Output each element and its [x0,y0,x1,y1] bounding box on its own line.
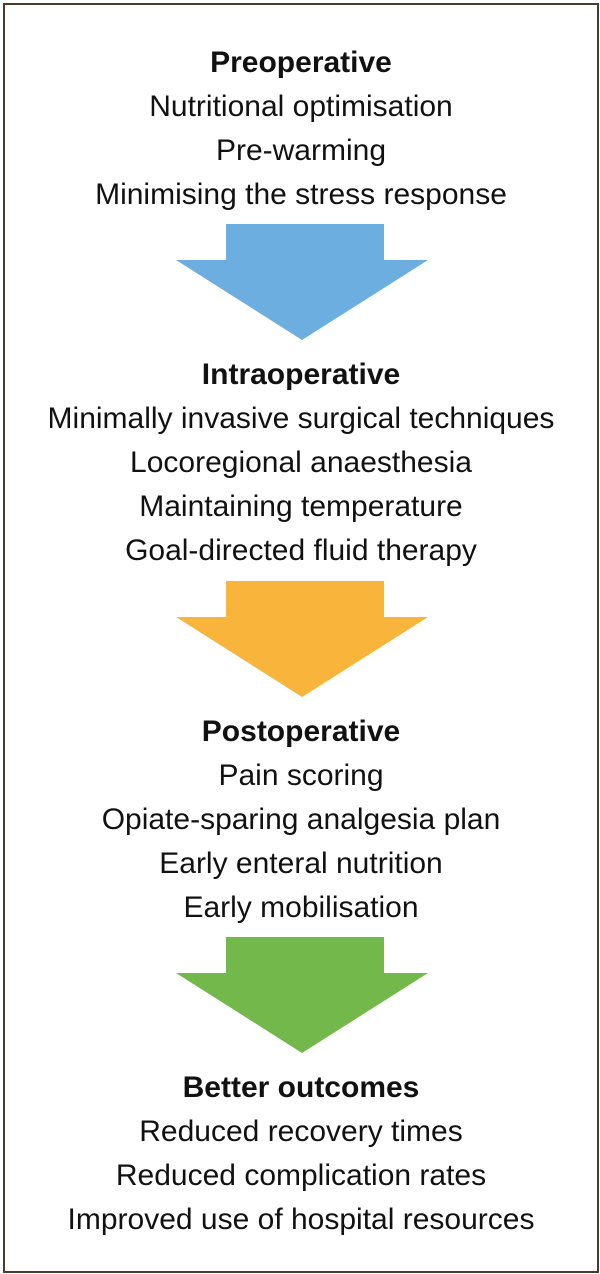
list-item: Nutritional optimisation [149,90,453,123]
down-arrow-icon [176,224,428,340]
section-preoperative: Preoperative Nutritional optimisation Pr… [5,41,597,217]
section-postoperative: Postoperative Pain scoring Opiate-sparin… [5,710,597,930]
section-heading: Postoperative [201,715,401,748]
section-intraoperative: Intraoperative Minimally invasive surgic… [5,353,597,573]
list-item: Improved use of hospital resources [67,1203,535,1236]
list-item: Pain scoring [218,759,384,792]
arrow-shape [176,224,428,340]
section-heading: Better outcomes [182,1071,420,1104]
down-arrow-icon [176,937,428,1053]
list-item: Maintaining temperature [139,490,463,523]
list-item: Goal-directed fluid therapy [125,534,477,567]
list-item: Reduced complication rates [115,1159,487,1192]
list-item: Pre-warming [215,134,387,167]
list-item: Reduced recovery times [139,1115,463,1148]
section-heading: Intraoperative [201,358,401,391]
arrow-shape [176,581,428,697]
arrow-shape [176,937,428,1053]
down-arrow-icon [176,581,428,697]
section-better-outcomes: Better outcomes Reduced recovery times R… [5,1066,597,1242]
list-item: Early enteral nutrition [159,847,443,880]
list-item: Early mobilisation [183,891,419,924]
list-item: Opiate-sparing analgesia plan [101,803,501,836]
list-item: Minimising the stress response [95,178,507,211]
list-item: Minimally invasive surgical techniques [47,402,555,435]
section-heading: Preoperative [210,46,392,79]
diagram-frame: Preoperative Nutritional optimisation Pr… [3,3,599,1273]
list-item: Locoregional anaesthesia [130,446,472,479]
